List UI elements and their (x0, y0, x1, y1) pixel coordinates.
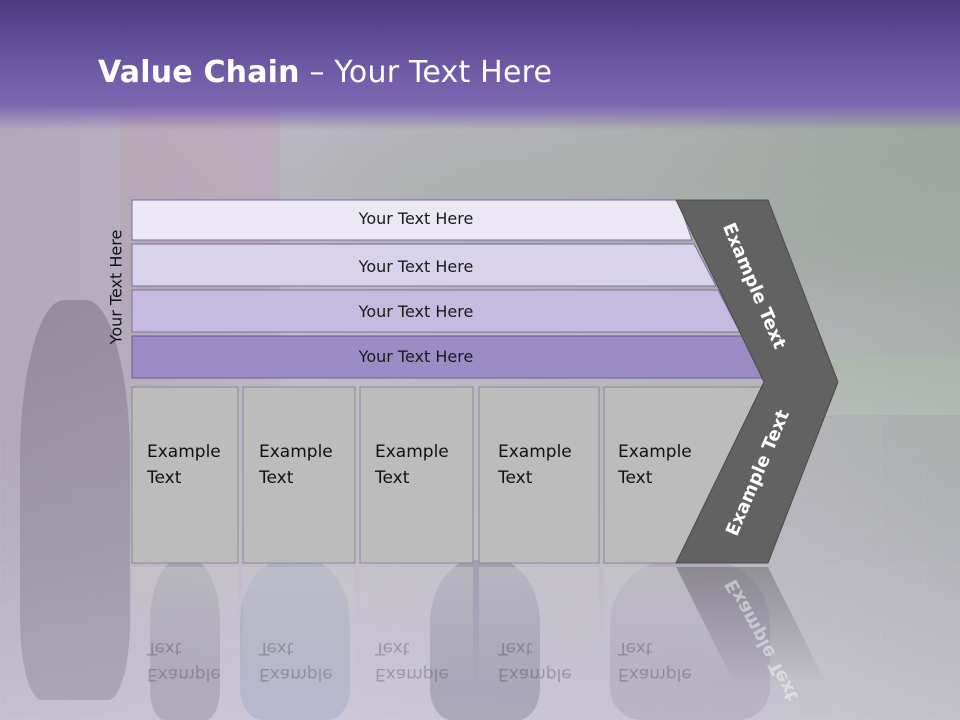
primary-box (131, 386, 239, 564)
support-bar-label: Your Text Here (358, 209, 474, 228)
primary-box (359, 386, 474, 564)
box-reflection (604, 567, 737, 687)
side-label: Your Text Here (106, 229, 126, 345)
title-bold: Value Chain (98, 55, 300, 90)
background-person (20, 300, 130, 700)
slide-title: Value Chain – Your Text Here (98, 55, 552, 90)
title-rest: – Your Text Here (299, 55, 553, 90)
primary-box (478, 386, 600, 564)
box-reflection (243, 567, 355, 687)
header-band (0, 0, 960, 130)
margin-chevron (675, 199, 839, 564)
box-reflection (479, 567, 599, 687)
box-reflection (360, 567, 473, 687)
box-reflection (132, 567, 238, 687)
support-bar (131, 243, 717, 287)
support-bar (131, 199, 693, 241)
support-bar-label: Your Text Here (358, 257, 474, 276)
background-grass (820, 355, 960, 415)
support-bar-label: Your Text Here (358, 347, 474, 366)
primary-box (242, 386, 356, 564)
chevron-reflection (676, 567, 828, 687)
support-bar-label: Your Text Here (358, 302, 474, 321)
